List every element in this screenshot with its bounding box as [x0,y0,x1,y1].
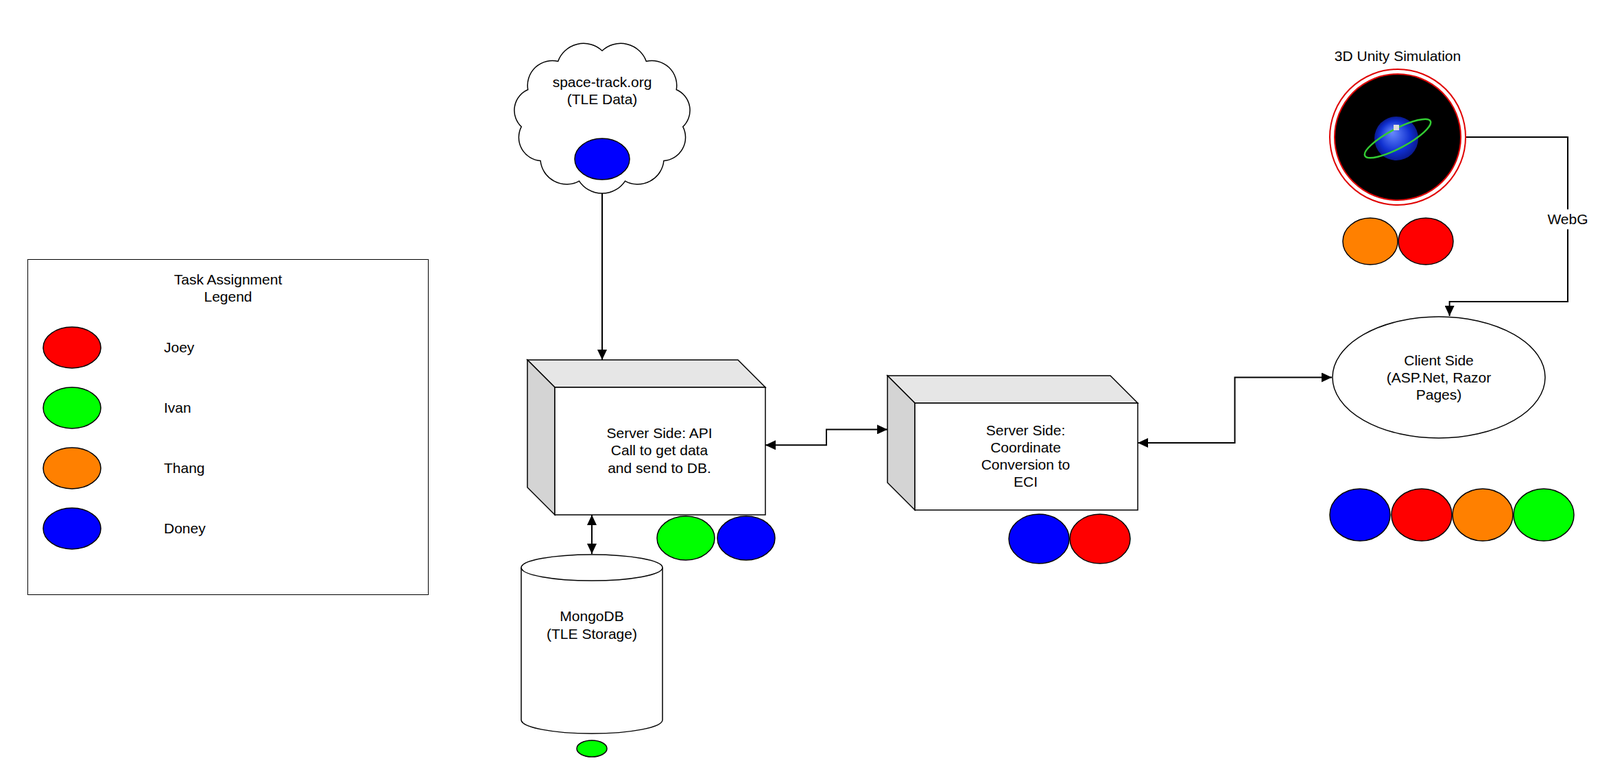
assignee-dot [1008,514,1070,564]
legend-title: Task Assignment Legend [166,270,291,306]
legend-text: Joey [163,339,195,356]
space-disc [1334,74,1461,201]
outer-ring [1329,69,1466,206]
orbit-ring [1360,112,1436,164]
cylinder-body [521,567,663,734]
legend-row: Thang [28,446,206,491]
node-label: Server Side: Coordinate Conversion to EC… [974,421,1078,492]
node-label: MongoDB (TLE Storage) [544,607,640,642]
box-top-face [887,375,1138,404]
assignee-dot [1391,488,1452,542]
satellite [1393,124,1400,131]
legend-swatch [43,508,101,550]
box3d-node: Server Side: API Call to get data and se… [527,360,766,516]
cloud-node: space-track.org (TLE Data) [505,35,699,199]
legend-row: Doney [28,506,206,551]
legend-swatch-svg [28,506,118,551]
legend-swatch-svg [28,446,118,491]
unity-node: 3D Unity Simulation [1329,68,1467,206]
box3d-node: Server Side: Coordinate Conversion to EC… [887,375,1138,511]
earth-sphere [1374,116,1419,161]
assignee-dot [717,516,775,561]
legend-text: Thang [163,460,206,477]
box-side-face [527,360,555,516]
node-outline [1329,68,1467,206]
box-front-face [554,387,766,516]
legend-text: Doney [163,520,206,537]
cloud-shape [514,43,690,194]
assignee-dot [1069,514,1131,564]
assignee-dot [1342,218,1398,265]
box-side-face [887,375,915,511]
connector-label: WebG [1544,209,1591,230]
assignee-dot [1398,218,1454,265]
node-label: Client Side (ASP.Net, Razor Pages) [1383,351,1494,404]
ellipse-node: Client Side (ASP.Net, Razor Pages) [1331,316,1546,439]
box-top-face [527,360,766,388]
assignee-dot [576,740,607,758]
connector [601,192,603,361]
legend-row: Ivan [28,386,192,431]
ellipse-shape [1332,316,1546,439]
legend-swatch-svg [28,325,118,370]
legend-swatch [43,327,101,369]
legend-swatch [43,447,101,489]
connector [1137,377,1332,444]
assignee-dot [574,138,630,180]
node-label: Server Side: API Call to get data and se… [599,424,720,477]
node-outline [520,554,664,734]
legend-row: Joey [28,325,195,370]
node-outline [505,35,699,199]
cylinder-top [521,554,663,581]
assignee-dot [1513,488,1574,542]
legend-swatch [43,387,101,429]
assignee-dot [1329,488,1391,542]
legend-swatch-svg [28,386,118,431]
legend-box: Task Assignment LegendJoeyIvanThangDoney [27,259,429,596]
box-front-face [914,403,1138,511]
cylinder-node: MongoDB (TLE Storage) [520,554,664,734]
assignee-dot [657,516,715,561]
connector [591,515,593,555]
node-heading: 3D Unity Simulation [1334,47,1461,65]
connector [765,429,888,446]
node-label: space-track.org (TLE Data) [547,73,658,108]
assignee-dot [1452,488,1513,542]
legend-text: Ivan [163,399,192,417]
